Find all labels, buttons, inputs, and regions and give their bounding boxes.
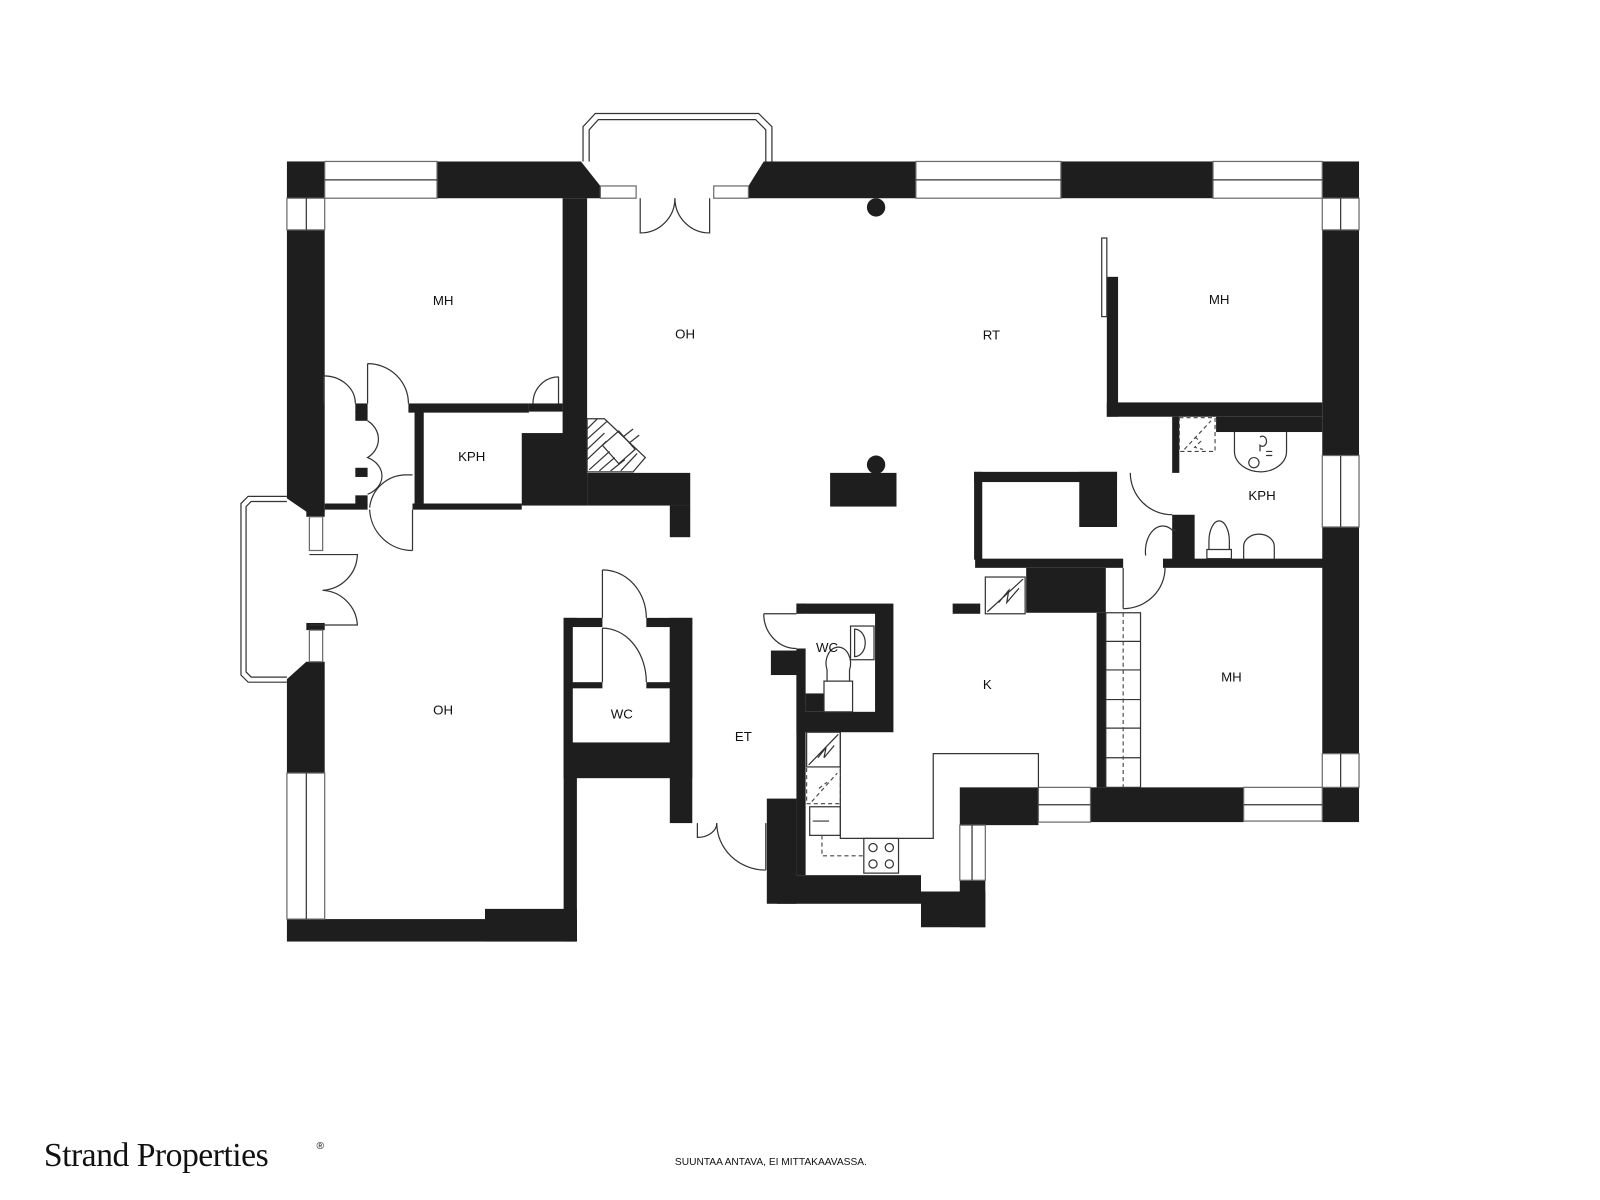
room-label-et: ET [735,729,752,744]
windows [286,160,1360,920]
room-label-wc: WC [611,706,634,721]
room-label-oh: OH [675,327,695,342]
wash-basin [1243,533,1275,559]
footer: Strand Properties ® SUUNTAA ANTAVA, EI M… [44,1137,867,1174]
toilet [1206,520,1233,560]
exterior-walls [286,161,1360,942]
room-label-mh: MH [433,293,454,308]
room-label-k: K [983,677,992,692]
room-label-mh: MH [1221,670,1242,685]
shelving [1105,612,1142,788]
brand-logo: Strand Properties [44,1137,268,1174]
room-label-mh: MH [1209,292,1230,307]
room-label-oh: OH [433,702,453,717]
room-label-wc: WC [816,640,839,655]
room-label-kph: KPH [1248,488,1275,503]
sliding-door [1101,237,1108,318]
fireplace [586,418,647,473]
disclaimer: SUUNTAA ANTAVA, EI MITTAKAAVASSA. [675,1157,867,1168]
room-label-rt: RT [983,328,1000,343]
kitchen-counter [839,732,1040,840]
kitchen-island [830,472,897,507]
fridge [984,576,1026,615]
column [866,455,886,474]
wc-basin [849,625,875,661]
column [866,198,886,217]
room-labels: MH OH RT MH KPH KPH WC K MH OH WC ET [433,292,1276,744]
room-label-kph: KPH [458,449,485,464]
shower-enclosure [1233,432,1288,473]
stove [863,837,900,874]
fixtures [806,417,1288,874]
balcony-top [582,112,773,162]
interior-walls [324,198,1328,942]
shower-tray [1178,417,1216,452]
doors [309,198,1177,871]
registered-mark: ® [317,1141,325,1152]
balcony-left [240,495,287,683]
